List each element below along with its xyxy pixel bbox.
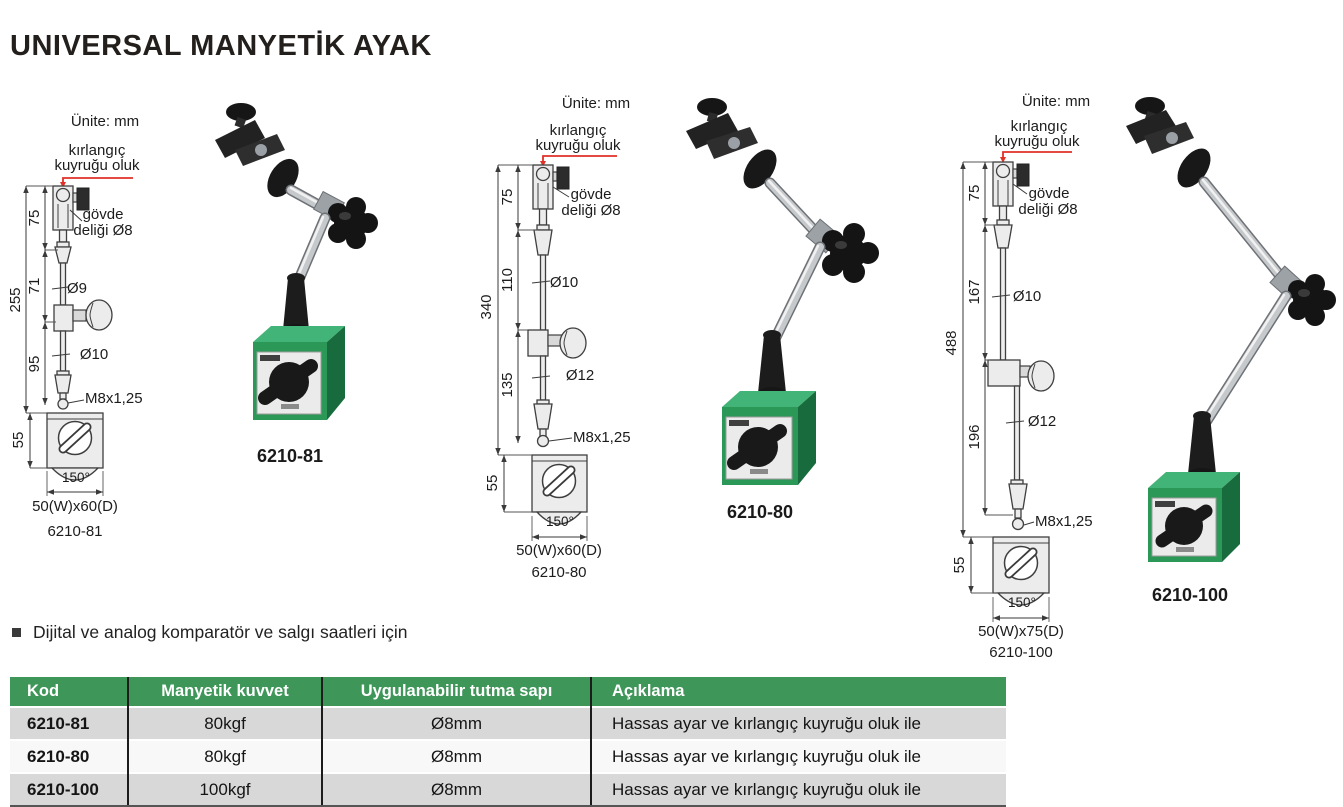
table-row: 6210-80 80kgf Ø8mm Hassas ayar ve kırlan…: [10, 739, 1006, 773]
star-knob: [1288, 274, 1336, 326]
dim-base-height: 55: [10, 432, 27, 449]
col-header-manyetik-kuvvet: Manyetik kuvvet: [127, 677, 322, 707]
base-size-label: 50(W)x75(D): [978, 623, 1064, 640]
cell-description: Hassas ayar ve kırlangıç kuyruğu oluk il…: [590, 706, 1006, 740]
diagram-code-label: 6210-80: [531, 564, 586, 581]
dim-seg2: 71: [26, 278, 43, 295]
rod-diameter-label: Ø9: [67, 280, 87, 297]
rod-diameter-label: Ø12: [566, 367, 594, 384]
body-hole-callout: deliği Ø8: [73, 222, 132, 239]
photo-code-label: 6210-100: [1151, 585, 1229, 605]
body-hole-callout: gövde: [571, 186, 612, 203]
unit-label: Ünite: mm: [562, 94, 630, 112]
thread-label: M8x1,25: [573, 429, 631, 446]
cell-magnetic-force: 100kgf: [127, 772, 322, 807]
spec-table: Kod Manyetik kuvvet Uygulanabilir tutma …: [10, 677, 1006, 807]
dim-base-height: 55: [951, 557, 968, 574]
product-photo-6210-100: [1126, 97, 1336, 562]
technical-diagram-6210-80: Ünite: mm kırlangıç kuyruğu oluk gövde d…: [478, 94, 631, 581]
col-header-kod: Kod: [10, 677, 128, 707]
cell-code: 6210-81: [10, 706, 128, 740]
dim-total: 255: [7, 287, 24, 312]
dovetail-leader-arrow-icon: [540, 161, 546, 167]
photo-code-label: 6210-81: [256, 446, 324, 466]
dim-seg2: 110: [499, 268, 516, 292]
thread-label: M8x1,25: [85, 390, 143, 407]
star-knob: [328, 197, 378, 249]
dovetail-callout: kırlangıç: [550, 122, 607, 139]
dim-seg1: 75: [499, 189, 516, 206]
rod-diameter-label: Ø10: [1013, 288, 1041, 305]
unit-label: Ünite: mm: [71, 112, 139, 130]
dovetail-leader-line: [1002, 151, 1072, 157]
dovetail-callout: kuyruğu oluk: [54, 157, 140, 174]
dim-total: 488: [943, 330, 960, 355]
cell-code: 6210-80: [10, 739, 128, 773]
spec-table-header-row: Kod Manyetik kuvvet Uygulanabilir tutma …: [10, 677, 1006, 707]
dovetail-leader-line: [542, 155, 617, 161]
cell-code: 6210-100: [10, 772, 128, 807]
page-title: UNIVERSAL MANYETİK AYAK: [10, 30, 432, 62]
col-header-aciklama: Açıklama: [590, 677, 1006, 707]
cell-magnetic-force: 80kgf: [127, 706, 322, 740]
cell-stem-diameter: Ø8mm: [321, 772, 591, 807]
feature-bullet: Dijital ve analog komparatör ve salgı sa…: [12, 622, 407, 643]
dim-seg2: 167: [966, 279, 983, 304]
rod-diameter-label: Ø10: [80, 346, 108, 363]
rod-diameter-label: Ø12: [1028, 413, 1056, 430]
photo-code-label: 6210-80: [726, 502, 794, 522]
dovetail-callout: kuyruğu oluk: [994, 133, 1080, 150]
product-photo-6210-80: [686, 98, 879, 485]
dovetail-callout: kırlangıç: [69, 142, 126, 159]
bullet-square-icon: [12, 628, 21, 637]
cell-magnetic-force: 80kgf: [127, 739, 322, 773]
thread-label: M8x1,25: [1035, 513, 1093, 530]
dim-seg3: 135: [499, 372, 516, 397]
dim-seg1: 75: [966, 185, 983, 202]
dovetail-leader-arrow-icon: [1000, 157, 1006, 163]
base-size-label: 50(W)x60(D): [32, 498, 118, 515]
star-knob: [822, 223, 879, 283]
cell-stem-diameter: Ø8mm: [321, 739, 591, 773]
base-size-label: 50(W)x60(D): [516, 542, 602, 559]
dim-total: 340: [478, 294, 495, 319]
cell-description: Hassas ayar ve kırlangıç kuyruğu oluk il…: [590, 772, 1006, 807]
dovetail-callout: kırlangıç: [1011, 118, 1068, 135]
diagram-code-label: 6210-100: [989, 644, 1052, 661]
dim-seg1: 75: [26, 210, 43, 227]
table-row: 6210-81 80kgf Ø8mm Hassas ayar ve kırlan…: [10, 706, 1006, 740]
prism-angle-label: 150°: [1008, 595, 1036, 610]
body-hole-callout: gövde: [1029, 185, 1070, 202]
dovetail-leader-line: [62, 177, 133, 182]
rod-diameter-label: Ø10: [550, 274, 578, 291]
dim-base-height: 55: [484, 475, 501, 492]
feature-bullet-text: Dijital ve analog komparatör ve salgı sa…: [33, 622, 408, 642]
body-hole-callout: gövde: [83, 206, 124, 223]
dovetail-callout: kuyruğu oluk: [535, 137, 621, 154]
dim-seg3: 95: [26, 356, 43, 373]
table-row: 6210-100 100kgf Ø8mm Hassas ayar ve kırl…: [10, 772, 1006, 807]
cell-description: Hassas ayar ve kırlangıç kuyruğu oluk il…: [590, 739, 1006, 773]
technical-diagram-6210-81: Ünite: mm kırlangıç kuyruğu oluk Ø9 gövd…: [7, 112, 143, 540]
dim-seg3: 196: [966, 424, 983, 449]
prism-angle-label: 150°: [546, 514, 574, 529]
dovetail-leader-arrow-icon: [60, 182, 66, 188]
technical-diagram-6210-100: Ünite: mm kırlangıç kuyruğu oluk gövde d…: [943, 92, 1093, 661]
body-hole-callout: deliği Ø8: [561, 202, 620, 219]
prism-angle-label: 150°: [62, 470, 90, 485]
unit-label: Ünite: mm: [1022, 92, 1090, 110]
body-hole-callout: deliği Ø8: [1018, 201, 1077, 218]
col-header-tutma-sapi: Uygulanabilir tutma sapı: [321, 677, 591, 707]
cell-stem-diameter: Ø8mm: [321, 706, 591, 740]
diagram-code-label: 6210-81: [47, 523, 102, 540]
product-photo-6210-81: [215, 103, 378, 420]
